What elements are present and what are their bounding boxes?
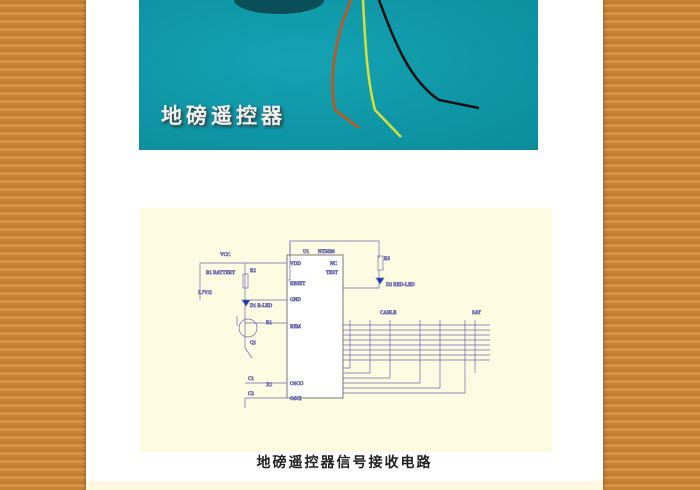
product-photo: 地磅遥控器 xyxy=(139,0,538,150)
wires-image xyxy=(234,0,480,138)
label-c1: C1 xyxy=(248,377,254,382)
label-battery-value: 3.7V/2 xyxy=(198,291,212,296)
pin-reset: RESET xyxy=(290,282,305,287)
label-x1: X1 xyxy=(266,383,273,388)
label-led1: D1 R-LED xyxy=(250,304,272,309)
schematic-caption: 地磅遥控器信号接收电路 xyxy=(256,455,433,471)
label-chip-part: NT5636 xyxy=(318,250,335,255)
pin-osco: OSCO xyxy=(290,382,304,387)
label-r1: R1 xyxy=(266,321,272,326)
label-r2: R2 xyxy=(250,269,256,274)
schematic-drawing: VCC B1 BATTERY 3.7V/2 U1 NT5636 VDD RESE… xyxy=(198,240,490,408)
pin-test: TEST xyxy=(326,271,338,276)
label-cable: CABLE xyxy=(380,311,396,316)
pin-rem: REM xyxy=(290,325,301,330)
photo-title: 地磅遥控器 xyxy=(161,103,286,128)
bottom-strip xyxy=(86,481,603,490)
circuit-schematic: VCC B1 BATTERY 3.7V/2 U1 NT5636 VDD RESE… xyxy=(140,208,552,452)
pin-osci: OSCI xyxy=(290,397,302,402)
label-vcc: VCC xyxy=(220,253,231,258)
label-battery: B1 BATTERY xyxy=(206,271,236,276)
pin-gnd: GND xyxy=(290,298,301,303)
label-q1: Q1 xyxy=(250,341,257,346)
label-r3: R3 xyxy=(384,257,390,262)
pin-vdd: VDD xyxy=(290,262,301,267)
pin-nc: NC xyxy=(330,262,338,267)
label-chip-ref: U1 xyxy=(303,250,310,255)
label-sat: SAT xyxy=(472,311,481,316)
label-c2: C2 xyxy=(248,392,254,397)
label-led2: D2 RED-LED xyxy=(386,283,415,288)
